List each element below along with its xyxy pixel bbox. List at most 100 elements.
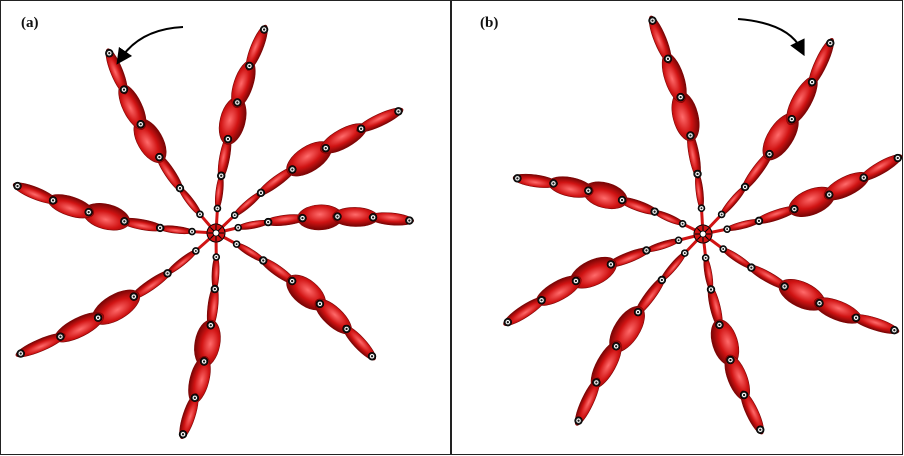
bead — [289, 166, 297, 174]
bead — [791, 205, 799, 213]
panel-b: (b) — [451, 0, 903, 455]
bead — [816, 299, 824, 307]
swimmer-arm — [102, 47, 216, 233]
bead — [231, 212, 238, 219]
bead — [224, 135, 232, 143]
bead — [720, 246, 727, 253]
bead — [316, 300, 324, 308]
swimmer-arm — [703, 150, 904, 234]
bead — [607, 261, 615, 269]
swimmer-arm — [702, 234, 768, 436]
panel-a-label: (a) — [21, 15, 39, 32]
bead — [707, 286, 715, 294]
bead — [260, 26, 268, 34]
bead — [634, 308, 642, 316]
bead — [192, 248, 199, 255]
bead — [191, 394, 199, 402]
bead — [756, 426, 764, 434]
panel-a: (a) — [0, 0, 451, 455]
bead — [740, 391, 748, 399]
bead — [504, 318, 512, 326]
bead — [288, 277, 296, 285]
bead — [716, 321, 724, 329]
swimmer-arm — [216, 233, 379, 364]
bead — [57, 333, 65, 341]
bead — [197, 211, 204, 218]
bead — [677, 93, 685, 101]
bead — [664, 55, 672, 63]
bead — [585, 187, 593, 195]
bead — [825, 191, 833, 199]
bead — [94, 314, 102, 322]
panel-b-drawing — [452, 1, 904, 456]
bead — [702, 254, 709, 261]
swimmer-arm — [512, 172, 703, 234]
bead — [766, 150, 774, 158]
bead — [860, 174, 868, 182]
bead — [334, 213, 342, 221]
bead — [176, 184, 184, 192]
bead — [572, 277, 580, 285]
swimmer-arm — [645, 14, 705, 234]
bead — [514, 175, 522, 183]
bead — [17, 350, 25, 358]
bead — [164, 270, 172, 278]
bead — [538, 296, 546, 304]
swimmer-arm — [214, 23, 272, 233]
bead — [808, 78, 816, 86]
bead — [49, 197, 57, 205]
bead — [369, 214, 377, 222]
bead — [299, 214, 307, 222]
bead — [643, 247, 651, 255]
swimmer-hub — [207, 224, 225, 242]
bead — [741, 183, 749, 191]
bead — [675, 237, 682, 244]
bead — [259, 257, 267, 265]
bead — [246, 62, 254, 70]
bead — [14, 182, 22, 190]
bead — [658, 276, 666, 284]
rotation-arrow-icon — [121, 27, 183, 58]
bead — [217, 172, 225, 180]
swimmer-arm — [703, 234, 901, 337]
bead — [234, 99, 242, 107]
bead — [322, 144, 330, 152]
bead — [130, 293, 138, 301]
bead — [200, 358, 208, 366]
swimmer-arm — [11, 179, 216, 235]
bead — [788, 115, 796, 123]
bead — [781, 283, 789, 291]
bead — [179, 430, 187, 438]
bead — [137, 120, 145, 128]
swimmer-hub — [694, 225, 712, 243]
bead — [724, 226, 731, 233]
bead — [121, 218, 129, 226]
bead — [120, 86, 128, 94]
bead — [891, 326, 899, 334]
bead — [894, 154, 902, 162]
bead — [651, 208, 659, 216]
bead — [406, 217, 414, 225]
bead — [207, 321, 215, 329]
rotation-arrow-icon — [738, 19, 801, 49]
bead — [156, 224, 164, 232]
bead — [343, 325, 351, 333]
bead — [550, 180, 558, 188]
bead — [214, 205, 221, 212]
bead — [681, 250, 688, 257]
bead — [189, 228, 196, 235]
bead — [649, 17, 657, 25]
bead — [368, 352, 376, 360]
bead — [618, 196, 626, 204]
panel-b-label: (b) — [480, 15, 498, 32]
bead — [687, 132, 695, 140]
bead — [755, 217, 763, 225]
bead — [213, 254, 220, 261]
bead — [105, 49, 113, 57]
bead — [826, 39, 834, 47]
bead — [698, 205, 705, 212]
bead — [593, 379, 601, 387]
bead — [156, 153, 164, 161]
bead — [211, 285, 219, 293]
bead — [694, 170, 702, 178]
